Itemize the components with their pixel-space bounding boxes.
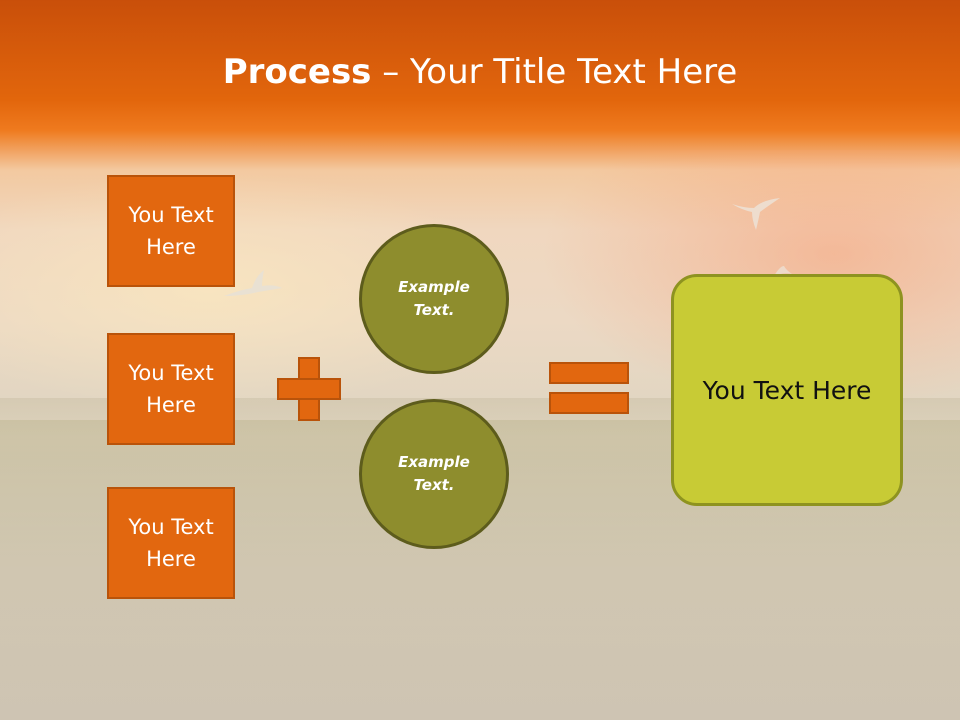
equals-bar-bottom — [549, 392, 629, 414]
equals-bar-top — [549, 362, 629, 384]
input-box-3: You Text Here — [107, 487, 235, 599]
input-box-2: You Text Here — [107, 333, 235, 445]
bird-icon — [732, 198, 780, 230]
bird-icon — [224, 270, 282, 296]
title-rest: – Your Title Text Here — [371, 52, 738, 92]
result-label: You Text Here — [702, 375, 872, 405]
input-box-1: You Text Here — [107, 175, 235, 287]
input-box-label: You Text Here — [128, 515, 214, 571]
input-box-label: You Text Here — [128, 203, 214, 259]
page-title: Process – Your Title Text Here — [0, 52, 960, 92]
example-circle-1: Example Text. — [359, 224, 509, 374]
title-bold: Process — [222, 52, 372, 92]
result-box: You Text Here — [671, 274, 903, 506]
example-circle-2: Example Text. — [359, 399, 509, 549]
bird-icon — [774, 266, 792, 276]
plus-icon — [277, 357, 341, 421]
input-box-label: You Text Here — [128, 361, 214, 417]
circle-label: Example Text. — [398, 453, 470, 494]
circle-label: Example Text. — [398, 278, 470, 319]
